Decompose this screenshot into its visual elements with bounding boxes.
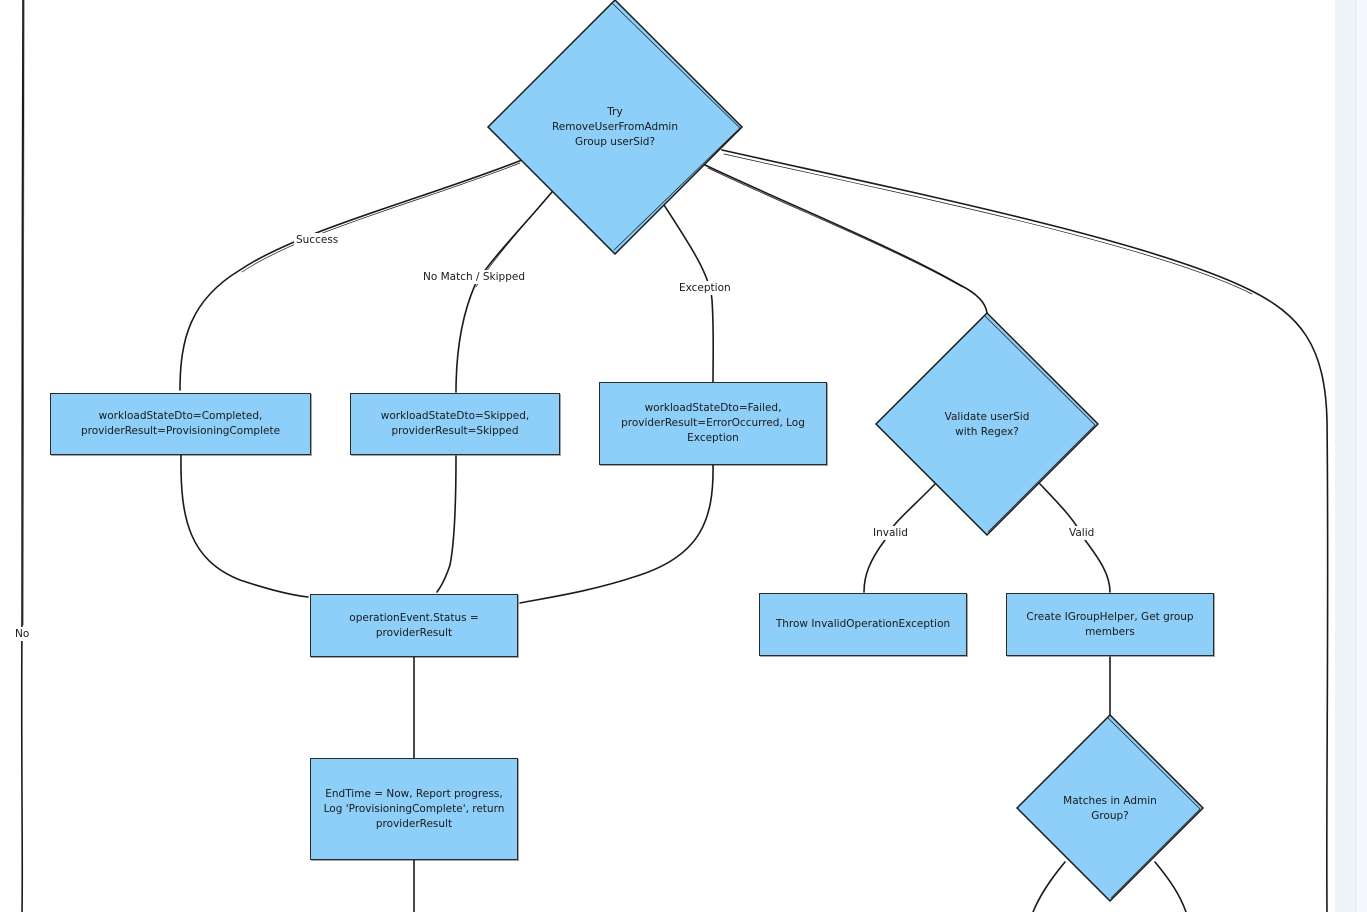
decision-matches-admin[interactable]: Matches in Admin Group? [1045,786,1175,831]
process-throw-invalid[interactable]: Throw InvalidOperationException [759,593,967,656]
right-side-panel[interactable] [1335,0,1367,912]
decision-try-remove-line2: RemoveUserFromAdmin [551,120,679,133]
connector-no-loop [20,0,24,912]
process-failed[interactable]: workloadStateDto=Failed, providerResult=… [599,382,827,465]
decision-validate-sid[interactable]: Validate userSid with Regex? [917,402,1057,447]
connector-right-loop [721,149,1329,912]
process-skipped[interactable]: workloadStateDto=Skipped, providerResult… [350,393,560,455]
connector-exception [663,204,715,383]
process-skipped-line2: providerResult=Skipped [391,425,519,437]
decision-try-remove-line3: Group userSid? [574,135,656,148]
process-failed-line1: workloadStateDto=Failed, [644,402,782,414]
process-completed-line1: workloadStateDto=Completed, [98,410,263,422]
connector-completed-status [180,454,309,598]
edge-label-valid: Valid [1067,526,1097,540]
process-operation-status[interactable]: operationEvent.Status = providerResult [310,594,518,657]
edge-label-success: Success [294,233,341,247]
process-create-helper[interactable]: Create IGroupHelper, Get group members [1006,593,1214,656]
decision-matches-line1: Matches in Admin [1063,794,1157,807]
process-helper-line2: members [1085,625,1135,638]
decision-validate-line1: Validate userSid [944,410,1030,423]
process-completed-line2: providerResult=ProvisioningComplete [80,425,281,437]
edge-label-invalid: Invalid [871,526,910,540]
connector-matches-right [1154,861,1187,912]
process-throw-line1: Throw InvalidOperationException [775,618,951,630]
decision-validate-shape [874,311,1100,537]
connector-matches-left [1032,861,1066,912]
connector-layer [20,0,1329,912]
process-completed[interactable]: workloadStateDto=Completed, providerResu… [50,393,311,455]
connector-no-match [455,191,553,393]
process-failed-line2: providerResult=ErrorOccurred, Log [621,417,805,429]
decision-matches-shape [1015,713,1205,903]
process-helper-line1: Create IGroupHelper, Get group [1026,610,1194,623]
decision-matches-line2: Group? [1091,809,1129,822]
process-end-time[interactable]: EndTime = Now, Report progress, Log 'Pro… [310,758,518,860]
process-status-line2: providerResult [375,626,453,639]
process-status-line1: operationEvent.Status = [349,611,479,624]
process-endtime-line2: Log 'ProvisioningComplete', return [323,802,505,815]
process-endtime-line3: providerResult [375,817,453,830]
connector-skipped-status [436,455,457,593]
decision-try-remove[interactable]: Try RemoveUserFromAdmin Group userSid? [540,97,690,157]
connector-failed-status [519,464,714,604]
connector-success [179,159,523,391]
panel-scroll-track[interactable] [1355,0,1367,912]
decision-try-remove-shape [486,0,744,256]
process-failed-line3: Exception [687,432,739,444]
edge-label-exception: Exception [677,281,733,295]
edge-label-no: No [13,627,32,641]
process-skipped-line1: workloadStateDto=Skipped, [380,410,530,422]
decision-validate-line2: with Regex? [955,425,1019,438]
edge-label-no-match: No Match / Skipped [421,270,527,284]
process-endtime-line1: EndTime = Now, Report progress, [325,787,503,800]
decision-try-remove-line1: Try [607,105,623,118]
diagram-canvas[interactable]: Try RemoveUserFromAdmin Group userSid? V… [0,0,1335,912]
connector-validate [704,164,988,314]
